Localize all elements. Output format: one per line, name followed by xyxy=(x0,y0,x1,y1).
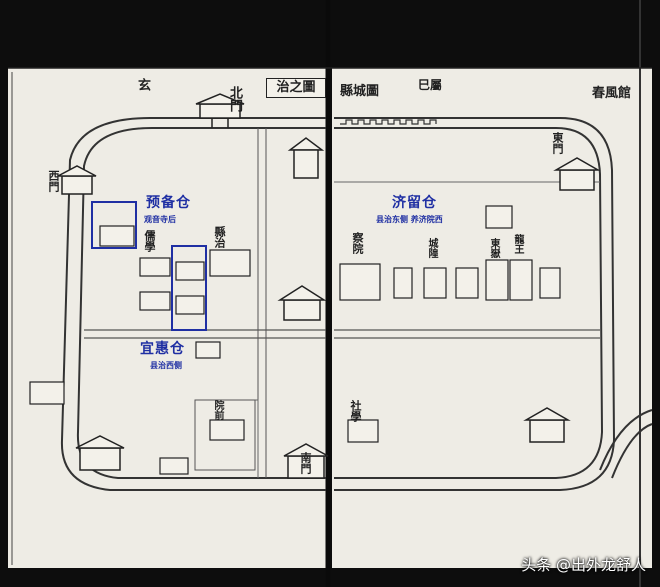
yubei-box xyxy=(91,201,137,249)
annotation-yubei-sub: 观音寺后 xyxy=(144,215,176,224)
label-longwang: 龍王 xyxy=(512,234,523,254)
label-shexue: 社學 xyxy=(349,400,362,422)
annotation-yihui-title: 宜惠仓 xyxy=(140,341,185,357)
label-yuan: 玄 xyxy=(135,78,150,91)
yihui-box xyxy=(171,245,207,331)
label-chayuan: 察院 xyxy=(351,232,364,254)
label-yuanqian: 院前 xyxy=(212,400,223,420)
label-top-right-pavilion: 巳屬 xyxy=(418,78,443,92)
label-county-office: 縣治 xyxy=(213,226,226,248)
gate-southwest xyxy=(75,435,125,471)
map-title-rest: 縣城圖 xyxy=(340,84,380,99)
tower-center xyxy=(277,285,327,321)
label-north-gate: 北門 xyxy=(227,86,242,112)
annotation-jiliu-sub: 县治东侧 养济院西 xyxy=(376,215,443,224)
annotation-yihui-sub: 县治西侧 xyxy=(150,361,182,370)
annotation-jiliu-title: 济留仓 xyxy=(392,195,437,211)
right-page xyxy=(332,68,652,568)
tower-top-center xyxy=(287,137,325,179)
label-south-gate: 南門 xyxy=(299,452,312,474)
city-moat-right xyxy=(334,117,616,491)
map-title: 治之圖 xyxy=(266,78,326,98)
label-dongyue: 東嶽 xyxy=(488,238,499,258)
annotation-yubei-title: 预备仓 xyxy=(146,195,191,211)
label-chenghuang: 城隍 xyxy=(426,238,437,258)
label-west-gate: 西門 xyxy=(47,170,60,192)
city-wall-right xyxy=(334,127,604,479)
city-moat-left xyxy=(60,117,326,491)
city-wall-left xyxy=(76,127,326,479)
watermark: 头条 @出外龙舒人 xyxy=(521,556,646,574)
gate-north xyxy=(195,93,245,128)
label-confucian-school: 儒學 xyxy=(143,230,156,252)
gate-east xyxy=(553,157,601,191)
gate-south xyxy=(283,443,329,479)
gate-west xyxy=(57,165,97,195)
gate-southeast xyxy=(523,407,571,443)
left-page xyxy=(8,68,326,568)
label-east-gate: 東門 xyxy=(551,132,564,154)
label-chunfeng: 春風館 xyxy=(592,86,632,101)
